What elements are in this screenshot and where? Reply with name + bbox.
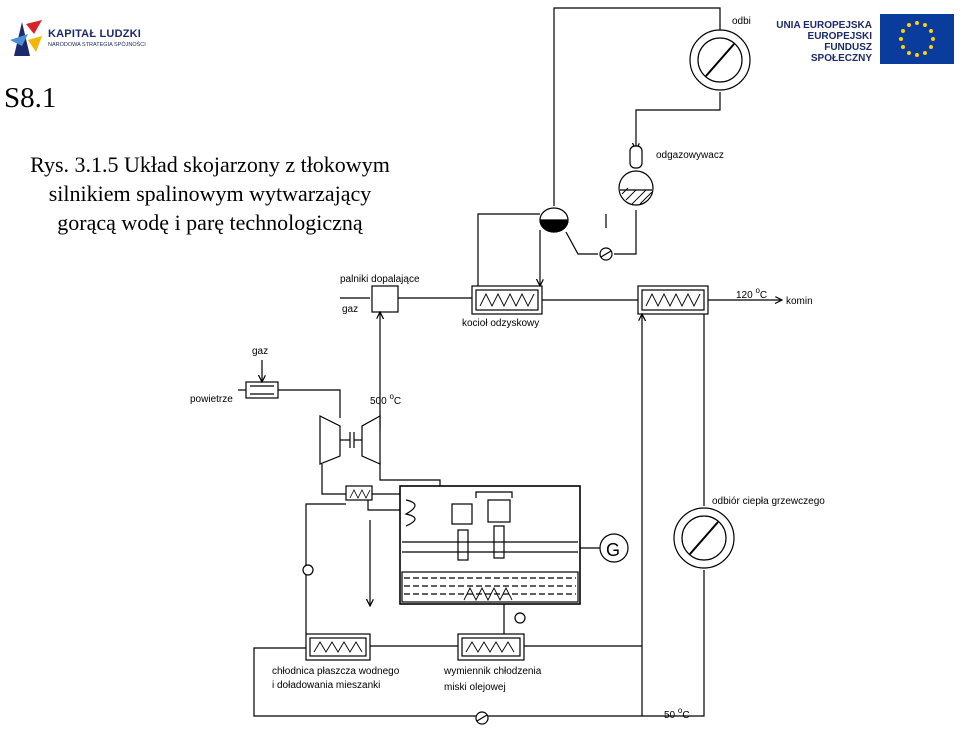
label-recovery-boiler: kocioł odzyskowy <box>462 318 539 329</box>
charge-air-cooler <box>345 485 373 501</box>
label-gas-burner: gaz <box>342 304 358 315</box>
oil-heat-exchanger <box>457 633 525 661</box>
jacket-water-cooler <box>305 633 371 661</box>
eu-line2: EUROPEJSKI <box>807 31 872 42</box>
turbocharger <box>319 414 381 465</box>
generator-circle <box>599 533 629 563</box>
eu-flag-icon <box>880 14 954 64</box>
eu-logo: UNIA EUROPEJSKA EUROPEJSKI FUNDUSZ SPOŁE… <box>770 14 956 64</box>
circulation-pump-bottom <box>475 711 489 725</box>
slide-number: S8.1 <box>4 82 57 114</box>
label-steam-consumer: odbi <box>732 16 751 27</box>
jacket-water-left <box>305 503 346 634</box>
label-oil-exchanger-1: wymiennik chłodzenia <box>443 666 542 677</box>
pump-to-drum-line <box>565 231 598 255</box>
eu-line3: FUNDUSZ SPOŁECZNY <box>810 42 872 64</box>
steam-pipe-top <box>553 7 721 206</box>
air-gas-mixer <box>245 381 279 399</box>
deaerator-outlet-line <box>614 210 637 255</box>
flue-gas-exchanger <box>637 285 709 315</box>
deaerator <box>618 145 654 206</box>
kl-logo-title: KAPITAŁ LUDZKI <box>48 28 142 40</box>
label-afterburners: palniki dopalające <box>340 274 420 285</box>
feed-pump-top <box>599 247 613 261</box>
kl-emblem-icon <box>10 20 42 56</box>
label-heat-consumer: odbiór ciepła grzewczego <box>712 496 825 507</box>
heating-consumer <box>673 507 735 569</box>
label-jacket-cooler-2: i doładowania mieszanki <box>272 680 380 691</box>
economizer-to-drum-line <box>477 213 540 286</box>
eu-logo-text: UNIA EUROPEJSKA EUROPEJSKI FUNDUSZ SPOŁE… <box>770 20 872 64</box>
jacket-pump <box>302 564 314 576</box>
label-temp-50: 50 oC <box>664 706 690 721</box>
heat-consumer-return <box>253 570 705 717</box>
label-chimney: komin <box>786 296 813 307</box>
label-temp-500: 500 oC <box>370 392 401 407</box>
label-gas-inlet: gaz <box>252 346 268 357</box>
recovery-boiler <box>471 285 543 315</box>
steam-drum <box>539 207 569 233</box>
eu-line1: UNIA EUROPEJSKA <box>776 20 872 31</box>
label-temp-120: 120 oC <box>736 286 767 301</box>
label-jacket-cooler-1: chłodnica płaszcza wodnego <box>272 666 400 677</box>
label-generator: G <box>606 540 620 560</box>
engine-to-cooler-line <box>367 500 400 511</box>
turbine-exhaust-in <box>379 462 441 490</box>
label-air-inlet: powietrze <box>190 394 233 405</box>
kl-logo-subtitle: NARODOWA STRATEGIA SPÓJNOŚCI <box>48 42 146 48</box>
steam-return-line <box>636 92 721 150</box>
oil-pump <box>514 612 526 624</box>
kapital-ludzki-logo: KAPITAŁ LUDZKI NARODOWA STRATEGIA SPÓJNO… <box>8 14 168 62</box>
label-deaerator: odgazowywacz <box>656 150 724 161</box>
oil-sump-coil <box>463 586 513 602</box>
afterburner-box <box>371 285 399 313</box>
compressor-to-cooler-line <box>321 464 346 495</box>
figure-caption: Rys. 3.1.5 Układ skojarzony z tłokowym s… <box>30 152 390 235</box>
engine-block <box>399 485 581 605</box>
mixer-to-compressor-line <box>278 389 341 418</box>
steam-consumer <box>689 29 751 91</box>
label-oil-exchanger-2: miski olejowej <box>444 682 506 693</box>
